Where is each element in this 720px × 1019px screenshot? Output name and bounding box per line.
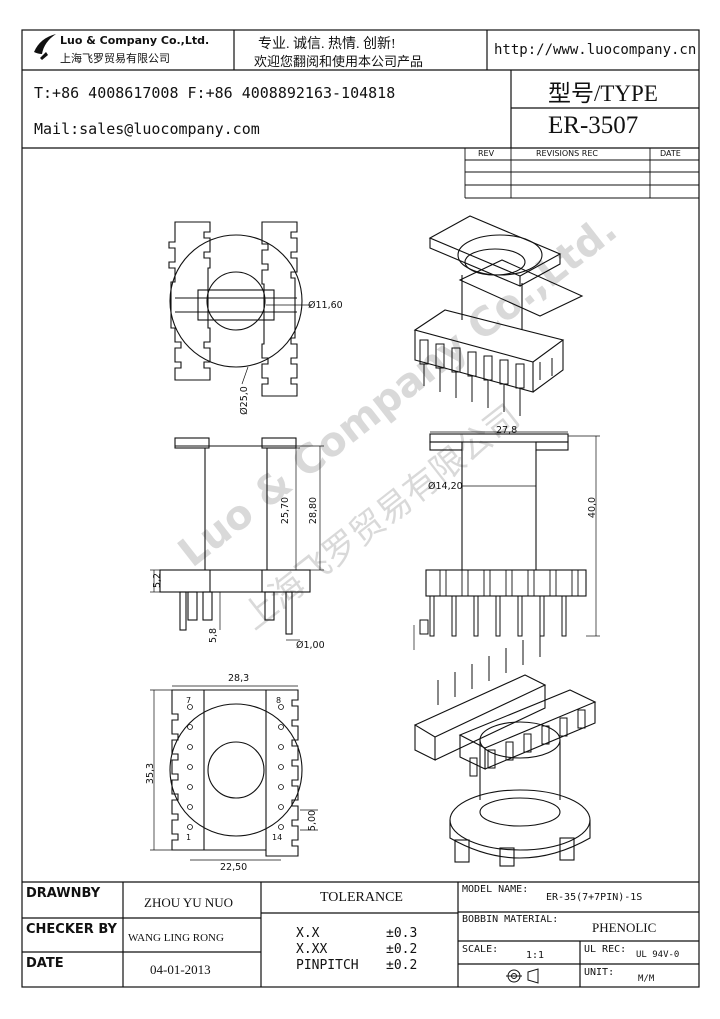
side-view-drawing [150,437,324,641]
date-label: DATE [26,956,64,971]
type-label: 型号/TYPE [548,81,658,106]
dim-m: 5,8 [208,627,220,644]
revisions-col-header: REVISIONS REC [536,149,598,158]
ul-label: UL REC: [584,944,627,955]
dim-a: 22,50 [220,862,248,873]
date-value: 04-01-2013 [150,962,211,977]
slogan-line-1: 专业. 诚信. 热情. 创新! [258,37,396,52]
top-view-drawing [168,221,312,397]
logo-mark [34,34,56,60]
tolerance-label: TOLERANCE [320,890,403,905]
model-label: MODEL NAME: [462,884,529,895]
dim-j: Ø25,0 [238,386,250,415]
phone-fax: T:+86 4008617008 F:+86 4008892163-104818 [34,84,396,102]
company-name-en: Luo & Company Co.,Ltd. [60,34,210,47]
slogan-line-2: 欢迎您翻阅和使用本公司产品 [254,54,424,69]
type-value: ER-3507 [548,112,639,139]
iso-view-drawing [413,215,584,416]
dim-h: Ø14,20 [428,481,463,492]
tol-xxx-value: ±0.2 [386,942,418,957]
tol-pinpitch-value: ±0.2 [386,958,418,973]
date-col-header: DATE [660,149,681,158]
ul-value: UL 94V-0 [636,950,680,960]
company-name-cn: 上海飞罗贸易有限公司 [60,53,170,65]
dim-k: 5,2 [152,572,164,589]
dim-c: Ø1,00 [296,640,325,651]
dim-d: 40,0 [587,496,599,519]
pin-7-label: 7 [186,696,192,705]
checker-value: WANG LING RONG [128,932,224,944]
email: Mail:sales@luocompany.com [34,120,260,138]
dim-b: 5,00 [307,809,319,832]
projection-symbol [506,968,539,984]
front-view-drawing [413,431,600,650]
dim-j2: 27,8 [496,425,518,436]
bobbin-label: BOBBIN MATERIAL: [462,914,559,925]
pin-14-label: 14 [272,833,283,842]
scale-label: SCALE: [462,944,499,955]
tol-xx-label: X.X [296,926,320,941]
bottom-view-drawing [150,685,318,861]
pin-1-label: 1 [186,833,192,842]
dim-n: 28,3 [228,673,250,684]
dim-e: 25,70 [280,496,292,525]
tol-xx-value: ±0.3 [386,926,418,941]
dim-g: Ø11,60 [308,300,343,311]
tol-xxx-label: X.XX [296,942,328,957]
unit-value: M/M [638,974,655,984]
bobbin-value: PHENOLIC [592,920,657,935]
dim-o: 35,3 [145,762,157,785]
pin-8-label: 8 [276,696,282,705]
checker-label: CHECKER BY [26,922,117,937]
exploded-view-drawing [413,632,597,867]
unit-label: UNIT: [584,967,615,978]
scale-value: 1:1 [526,950,545,961]
rev-col-header: REV [478,149,495,158]
model-value: ER-35(7+7PIN)-1S [546,892,643,903]
website-link[interactable]: http://www.luocompany.cn [494,42,697,58]
dim-f: 28,80 [308,496,320,525]
drawn-by-label: DRAWNBY [26,886,101,901]
tol-pinpitch-label: PINPITCH [296,958,359,973]
drawn-by-value: ZHOU YU NUO [144,895,234,910]
